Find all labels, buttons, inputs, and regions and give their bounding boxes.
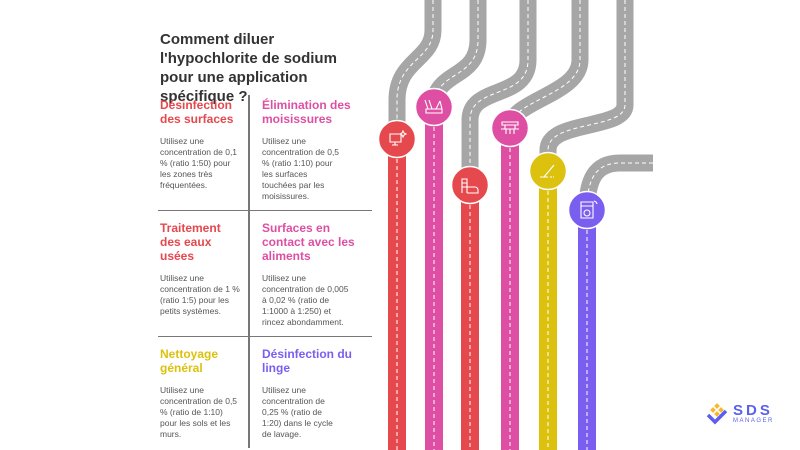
road-6 [567, 154, 653, 450]
card-laundry: Désinfection du linge Utilisez une conce… [248, 337, 372, 448]
mop-icon [540, 164, 555, 178]
icon-badge [528, 151, 568, 191]
road-center-line [509, 0, 581, 129]
road-center-line [469, 0, 529, 185]
lane-bar [425, 107, 443, 450]
road-4 [490, 0, 589, 450]
card-heading: Désinfection du linge [262, 347, 353, 375]
card-text: Utilisez une concentration de 0,5 % (rat… [160, 385, 238, 439]
icon-badge [377, 119, 417, 159]
card-text: Utilisez une concentration de 0,005 à 0,… [262, 273, 349, 327]
card-heading: Nettoyage général [160, 347, 219, 375]
card-text: Utilisez une concentration de 0,1 % (rat… [160, 136, 238, 190]
card-text: Utilisez une concentration de 1 % (ratio… [160, 273, 240, 316]
card-heading: Élimination des moisissures [262, 98, 351, 126]
road-center-line [547, 0, 626, 171]
sds-manager-logo: SDS MANAGER [706, 403, 774, 425]
icon-badge [414, 87, 454, 127]
card-text: Utilisez une concentration de 0,5 % (rat… [262, 136, 340, 201]
road-1 [377, 0, 442, 450]
road-center-line [586, 162, 653, 211]
road-2 [414, 0, 487, 450]
card-heading: Traitement des eaux usées [160, 221, 221, 263]
card-heading: Désinfection des surfaces [160, 98, 234, 126]
logo-name: SDS [733, 402, 773, 419]
cards-grid: Désinfection des surfaces Utilisez une c… [158, 95, 372, 448]
road-3 [450, 0, 537, 450]
kitchen-shelf-icon [501, 121, 519, 134]
logo-icon [706, 403, 728, 425]
road-center-line [396, 0, 434, 139]
washing-machine-icon [580, 200, 598, 219]
card-heading: Surfaces en contact avec les aliments [262, 221, 355, 263]
cleaning-brush-icon [424, 99, 443, 114]
logo-sub: MANAGER [733, 418, 774, 424]
treatment-plant-icon [461, 178, 479, 194]
computer-sparkle-icon [389, 129, 408, 146]
road-5 [528, 0, 634, 450]
icon-badge [490, 108, 530, 148]
card-wastewater: Traitement des eaux usées Utilisez une c… [158, 211, 248, 337]
card-text: Utilisez une concentration de 0,25 % (ra… [262, 385, 333, 439]
card-food-contact: Surfaces en contact avec les aliments Ut… [248, 211, 372, 337]
card-mold-removal: Élimination des moisissures Utilisez une… [248, 95, 372, 211]
card-surface-disinfection: Désinfection des surfaces Utilisez une c… [158, 95, 248, 211]
icon-badge [450, 165, 490, 205]
card-general-cleaning: Nettoyage général Utilisez une concentra… [158, 337, 248, 448]
page-title: Comment diluer l'hypochlorite de sodium … [160, 31, 337, 105]
